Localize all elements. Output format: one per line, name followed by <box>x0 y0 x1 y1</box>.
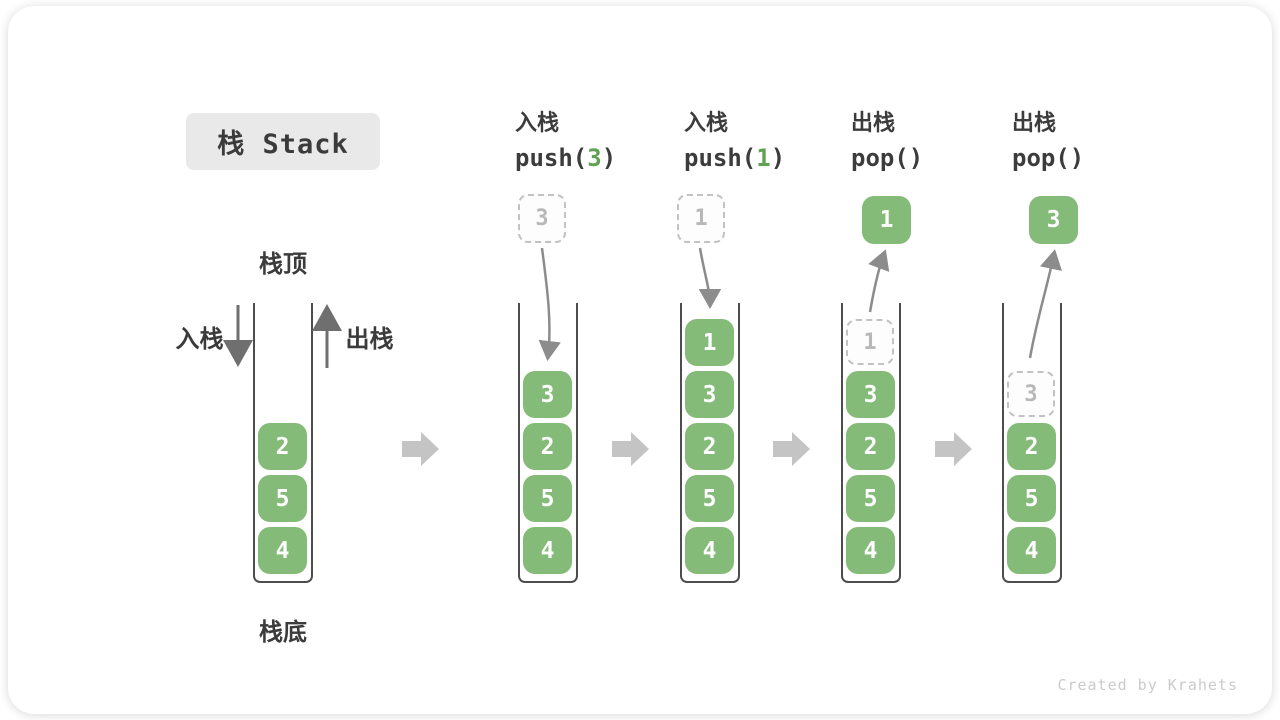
stack-container-initial <box>253 303 313 583</box>
stack-item: 2 <box>523 423 572 470</box>
operation-zh: 出栈 <box>1012 110 1057 135</box>
push-direction-label: 入栈 <box>175 326 224 353</box>
stack-item: 4 <box>1007 527 1056 574</box>
operation-label-pop-2: 出栈 pop() <box>1012 108 1172 175</box>
code-post: ) <box>1069 144 1085 172</box>
pop-direction-label: 出栈 <box>345 326 394 353</box>
code-post: ) <box>601 144 617 172</box>
removed-ghost-item: 1 <box>846 319 894 365</box>
stack-item: 5 <box>258 475 307 522</box>
stack-bottom-label: 栈底 <box>259 619 307 646</box>
operation-label-pop-1: 出栈 pop() <box>851 108 1011 175</box>
stack-item: 3 <box>523 371 572 418</box>
code-pre: push( <box>684 144 757 172</box>
operation-code: push(1) <box>684 141 844 175</box>
operation-code: push(3) <box>515 141 675 175</box>
stack-item: 3 <box>685 371 734 418</box>
stack-container-after-pop-1 <box>841 303 901 583</box>
operation-zh: 出栈 <box>851 110 896 135</box>
incoming-ghost-item: 3 <box>518 194 566 243</box>
stack-item: 1 <box>685 319 734 366</box>
stack-item: 4 <box>523 527 572 574</box>
code-post: ) <box>908 144 924 172</box>
code-post: ) <box>770 144 786 172</box>
incoming-ghost-item: 1 <box>677 194 725 243</box>
credit-text: Created by Krahets <box>1057 676 1238 694</box>
popped-item: 3 <box>1029 196 1078 244</box>
code-pre: pop( <box>1012 144 1070 172</box>
stack-item: 2 <box>1007 423 1056 470</box>
stack-item: 5 <box>685 475 734 522</box>
popped-item: 1 <box>862 196 911 244</box>
stack-item: 4 <box>258 527 307 574</box>
code-arg: 3 <box>587 144 602 172</box>
stack-item: 5 <box>523 475 572 522</box>
stack-item: 2 <box>685 423 734 470</box>
stack-container-after-push-1 <box>680 303 740 583</box>
stack-item: 5 <box>1007 475 1056 522</box>
stack-item: 2 <box>846 423 895 470</box>
operation-code: pop() <box>851 141 1011 175</box>
removed-ghost-item: 3 <box>1007 371 1055 417</box>
stack-container-after-pop-3 <box>1002 303 1062 583</box>
stack-item: 4 <box>685 527 734 574</box>
operation-code: pop() <box>1012 141 1172 175</box>
stack-item: 2 <box>258 423 307 470</box>
stack-item: 5 <box>846 475 895 522</box>
stack-item: 4 <box>846 527 895 574</box>
stack-top-label: 栈顶 <box>259 251 307 278</box>
code-arg: 1 <box>756 144 771 172</box>
stack-container-after-push-3 <box>518 303 578 583</box>
diagram-title: 栈 Stack <box>186 113 380 170</box>
stack-item: 3 <box>846 371 895 418</box>
operation-zh: 入栈 <box>515 110 560 135</box>
operation-label-push-1: 入栈 push(1) <box>684 108 844 175</box>
operation-label-push-3: 入栈 push(3) <box>515 108 675 175</box>
code-pre: push( <box>515 144 588 172</box>
code-pre: pop( <box>851 144 909 172</box>
operation-zh: 入栈 <box>684 110 729 135</box>
